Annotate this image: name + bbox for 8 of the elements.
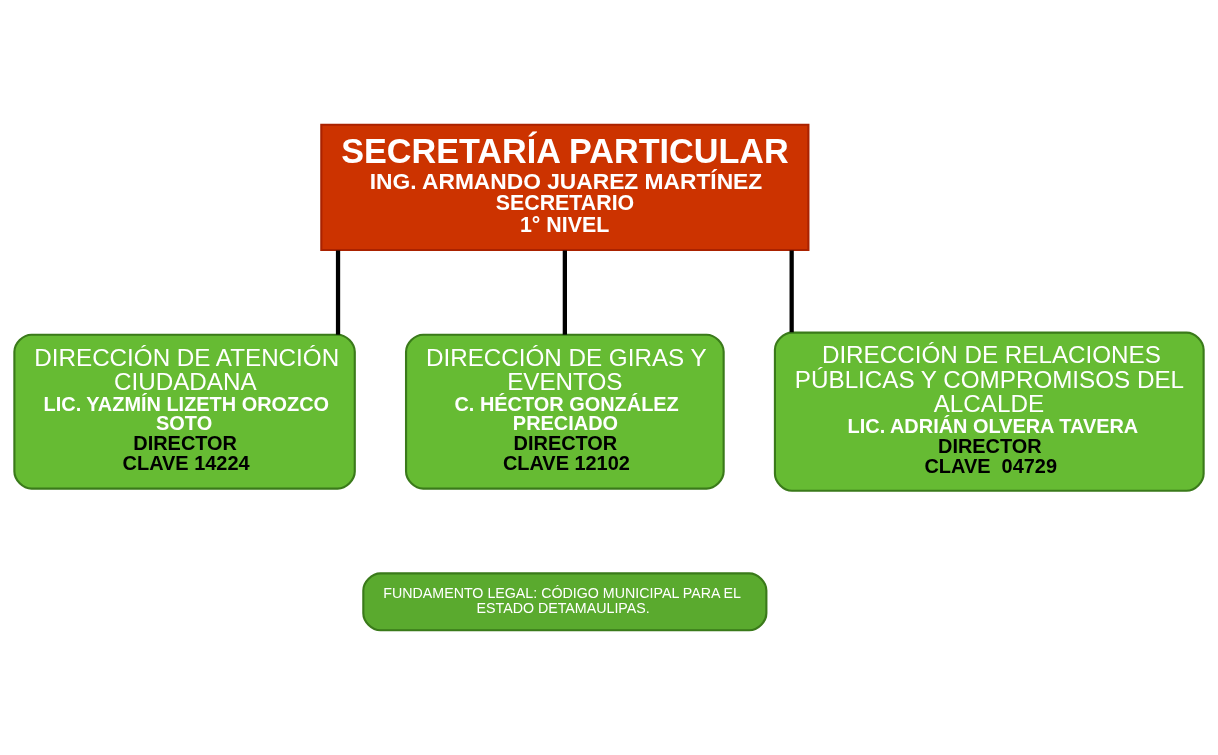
node-box: SECRETARÍA PARTICULAR ING. ARMANDO JUAREZ MARTÍNEZ SECRETARIO 1° NIVEL — [320, 123, 810, 252]
connector — [335, 250, 341, 335]
node-box: FUNDAMENTO LEGAL: CÓDIGO MUNICIPAL PARA EL ESTADO DETAMAULIPAS. — [362, 572, 768, 632]
connector — [562, 250, 567, 335]
connector — [789, 250, 794, 333]
node-box: DIRECCIÓN DE ATENCIÓN CIUDADANA LIC. YAZMÍN LIZETH OROZCO SOTO DIRECTOR CLAVE 14224 — [13, 333, 356, 490]
node-box: DIRECCIÓN DE RELACIONES PÚBLICAS Y COMPROMISOS DEL ALCALDE LIC. ADRIÁN OLVERA TAVERA DIRECTOR CLAVE 04729 — [773, 331, 1205, 492]
node-box: DIRECCIÓN DE GIRAS Y EVENTOS C. HÉCTOR GONZÁLEZ PRECIADO DIRECTOR CLAVE 12102 — [405, 333, 725, 490]
